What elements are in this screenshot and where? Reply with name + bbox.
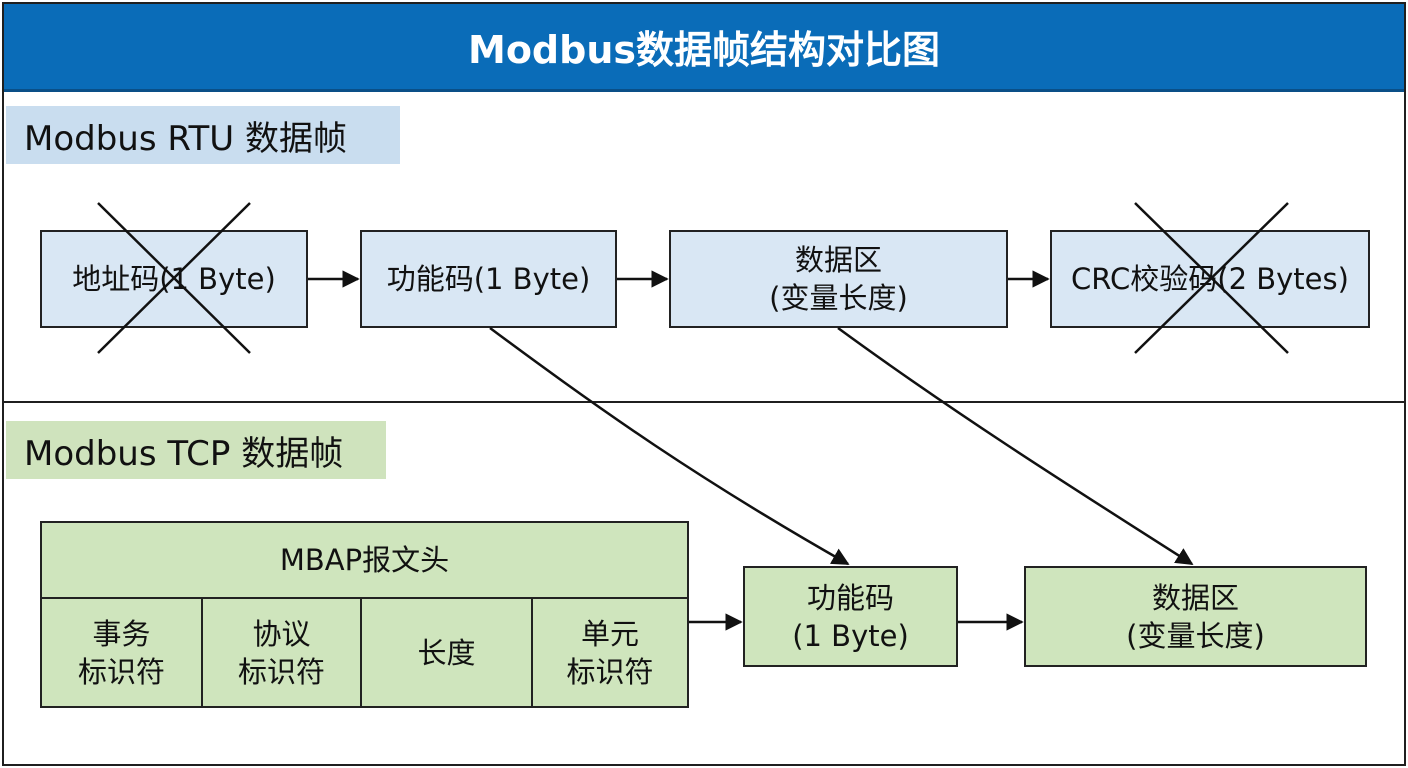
rtu-data-box: 数据区 (变量长度) bbox=[669, 230, 1008, 328]
rtu-crc-box: CRC校验码(2 Bytes) bbox=[1050, 230, 1370, 328]
rtu-function-text: 功能码(1 Byte) bbox=[386, 262, 591, 296]
tcp-transaction-line2: 标识符 bbox=[77, 654, 165, 689]
rtu-address-box: 地址码(1 Byte) bbox=[40, 230, 308, 328]
tcp-unit-line2: 标识符 bbox=[566, 654, 654, 689]
tcp-length-text: 长度 bbox=[417, 635, 476, 670]
tcp-transaction-line1: 事务 bbox=[92, 616, 151, 651]
tcp-protocol-line2: 标识符 bbox=[237, 654, 325, 689]
tcp-transaction-id-box: 事务 标识符 bbox=[40, 597, 203, 708]
rtu-address-text: 地址码(1 Byte) bbox=[72, 262, 276, 296]
rtu-function-box: 功能码(1 Byte) bbox=[360, 230, 617, 328]
tcp-function-line1: 功能码 bbox=[806, 580, 894, 615]
tcp-mbap-header-box: MBAP报文头 bbox=[40, 521, 689, 599]
rtu-data-title: 数据区 bbox=[794, 243, 882, 277]
tcp-section-label: Modbus TCP 数据帧 bbox=[6, 421, 386, 479]
tcp-data-line1: 数据区 bbox=[1151, 580, 1239, 615]
section-divider bbox=[4, 401, 1404, 403]
tcp-protocol-id-box: 协议 标识符 bbox=[201, 597, 362, 708]
tcp-data-box: 数据区 (变量长度) bbox=[1024, 566, 1367, 667]
rtu-section-label: Modbus RTU 数据帧 bbox=[6, 106, 400, 164]
diagram-title: Modbus数据帧结构对比图 bbox=[4, 4, 1404, 92]
tcp-data-line2: (变量长度) bbox=[1126, 618, 1265, 653]
tcp-protocol-line1: 协议 bbox=[252, 616, 311, 651]
tcp-unit-line1: 单元 bbox=[580, 616, 639, 651]
rtu-crc-text: CRC校验码(2 Bytes) bbox=[1071, 262, 1349, 296]
tcp-unit-id-box: 单元 标识符 bbox=[531, 597, 689, 708]
rtu-data-subtitle: (变量长度) bbox=[769, 281, 908, 315]
tcp-length-box: 长度 bbox=[360, 597, 533, 708]
tcp-function-line2: (1 Byte) bbox=[792, 618, 909, 653]
tcp-function-box: 功能码 (1 Byte) bbox=[743, 566, 958, 667]
tcp-mbap-header-text: MBAP报文头 bbox=[279, 543, 450, 577]
